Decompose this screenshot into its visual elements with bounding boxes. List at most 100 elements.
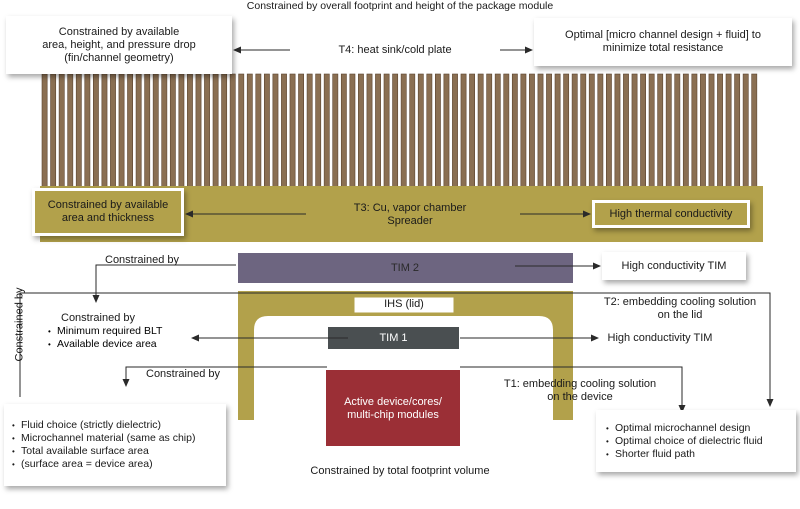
heat-sink-fin	[358, 73, 364, 189]
t4-optimal-line: minimize total resistance	[602, 42, 724, 54]
heat-sink-fin	[383, 73, 390, 189]
list-item: (surface area = device area)	[12, 458, 195, 471]
heat-sink-fin	[169, 73, 176, 189]
heat-sink-fin	[443, 73, 450, 189]
t1-optimal-list: Optimal microchannel design Optimal choi…	[606, 422, 763, 461]
tim1-constraint-group: Constrained by Minimum required BLT Avai…	[48, 312, 198, 351]
heat-sink-fin	[75, 73, 82, 189]
heat-sink-fin	[486, 73, 493, 189]
list-item: Optimal microchannel design	[606, 422, 763, 435]
heat-sink-fin	[67, 73, 74, 189]
heat-sink-fin	[101, 73, 108, 189]
heat-sink-fin	[691, 73, 698, 189]
heat-sink-fin	[375, 73, 381, 189]
t3-label: T3: Cu, vapor chamber Spreader	[300, 202, 520, 228]
tim1-constraint-title: Constrained by	[61, 312, 135, 324]
heat-sink-fin	[682, 73, 689, 189]
list-item: Total available surface area	[12, 445, 195, 458]
heat-sink-fin	[195, 73, 202, 189]
tim1-layer	[328, 327, 459, 349]
heat-sink-fin	[751, 73, 758, 189]
bottom-caption: Constrained by total footprint volume	[310, 465, 490, 477]
heat-sink-fin	[272, 73, 279, 189]
heat-sink-fin	[700, 73, 706, 189]
t1-label-line2: on the device	[547, 391, 613, 403]
heat-sink-fin	[366, 73, 373, 189]
heat-sink-fin	[392, 73, 399, 189]
heat-sink-fin	[503, 73, 510, 189]
heat-sink-fin	[588, 73, 595, 189]
heat-sink-fin	[221, 73, 228, 189]
tim2-constrained-label: Constrained by	[105, 254, 179, 266]
tim1-constraint-list: Minimum required BLT Available device ar…	[48, 325, 198, 351]
heat-sink-fin	[469, 73, 475, 189]
tim2-down-connector	[92, 264, 236, 303]
heat-sink-fin	[332, 73, 339, 189]
heat-sink-fin	[597, 73, 604, 189]
device-label: Active device/cores/ multi-chip modules	[326, 396, 460, 422]
list-item: Minimum required BLT	[48, 325, 198, 338]
t4-constraint-box: Constrained by available area, height, a…	[6, 16, 232, 74]
heat-sink-fin	[605, 73, 612, 189]
tim2-right-box: High conductivity TIM	[602, 252, 746, 280]
heat-sink-fin	[110, 73, 116, 189]
t4-constraint-line: (fin/channel geometry)	[64, 51, 174, 64]
heat-sink-fin	[349, 73, 356, 189]
heat-sink-fin	[144, 73, 151, 189]
tim1-label: TIM 1	[379, 332, 408, 344]
heat-sink-fin	[212, 73, 219, 189]
heat-sink-fin	[614, 73, 621, 189]
t3-conductivity-box: High thermal conductivity	[592, 200, 750, 228]
device-left-connector	[122, 366, 327, 387]
tim2-right-text: High conductivity TIM	[621, 259, 727, 272]
t3-label-line2: Spreader	[387, 215, 433, 227]
t3-label-line1: T3: Cu, vapor chamber	[353, 202, 467, 214]
heat-sink-fin	[127, 73, 133, 189]
heat-sink-fin	[298, 73, 304, 189]
heat-sink-fin	[152, 73, 159, 189]
heat-sink-fin	[118, 73, 125, 189]
heat-sink-fin	[306, 73, 313, 189]
device-label-line1: Active device/cores/	[344, 396, 442, 408]
heat-sink-fin	[178, 73, 185, 189]
list-item: Fluid choice (strictly dielectric)	[12, 419, 195, 432]
heat-sink-fin	[477, 73, 484, 189]
t4-label: T4: heat sink/cold plate	[338, 44, 452, 56]
heat-sink-fin	[41, 73, 48, 189]
heat-sink-fin	[742, 73, 749, 189]
heat-sink-fin	[674, 73, 681, 189]
heat-sink-fin	[238, 73, 245, 189]
active-device-block	[326, 370, 460, 446]
heat-sink-fin	[161, 73, 168, 189]
tim2-label: TIM 2	[390, 262, 420, 274]
t3-constraint-box: Constrained by available area and thickn…	[32, 188, 184, 236]
outer-loop-connector	[19, 292, 774, 407]
heat-sink-fin	[50, 73, 57, 189]
heat-sink-fin	[187, 73, 193, 189]
heat-sink-fin	[546, 73, 552, 189]
heat-sink-fin	[229, 73, 236, 189]
t4-optimal-line: Optimal [micro channel design + fluid] t…	[565, 29, 761, 41]
ihs-label: IHS (lid)	[384, 298, 424, 310]
heat-sink-fin	[665, 73, 672, 189]
heat-sink-fin	[563, 73, 570, 189]
heat-sink-fin	[725, 73, 732, 189]
heat-sink-fin	[93, 73, 99, 189]
t4-constraint-line: Constrained by available	[58, 25, 180, 38]
heat-sink-fin	[289, 73, 296, 189]
t2-label: T2: embedding cooling solution on the li…	[580, 296, 780, 322]
t1-constraint-list: Fluid choice (strictly dielectric) Micro…	[12, 419, 195, 471]
t4-optimal-box: Optimal [micro channel design + fluid] t…	[534, 18, 792, 66]
heat-sink-fin	[520, 73, 527, 189]
t1-optimal-box: Optimal microchannel design Optimal choi…	[596, 410, 796, 472]
heat-sink-fin	[511, 73, 518, 189]
top-caption: Constrained by overall footprint and hei…	[246, 0, 554, 12]
heat-sink-fin	[263, 73, 270, 189]
heat-sink-fin	[494, 73, 501, 189]
heat-sink-fin	[708, 73, 715, 189]
t4-constraint-line: area, height, and pressure drop	[42, 38, 196, 51]
device-right-connector	[460, 366, 686, 413]
heat-sink-fin	[409, 73, 416, 189]
heat-sink-fin	[246, 73, 253, 189]
heat-sink-fin	[417, 73, 424, 189]
